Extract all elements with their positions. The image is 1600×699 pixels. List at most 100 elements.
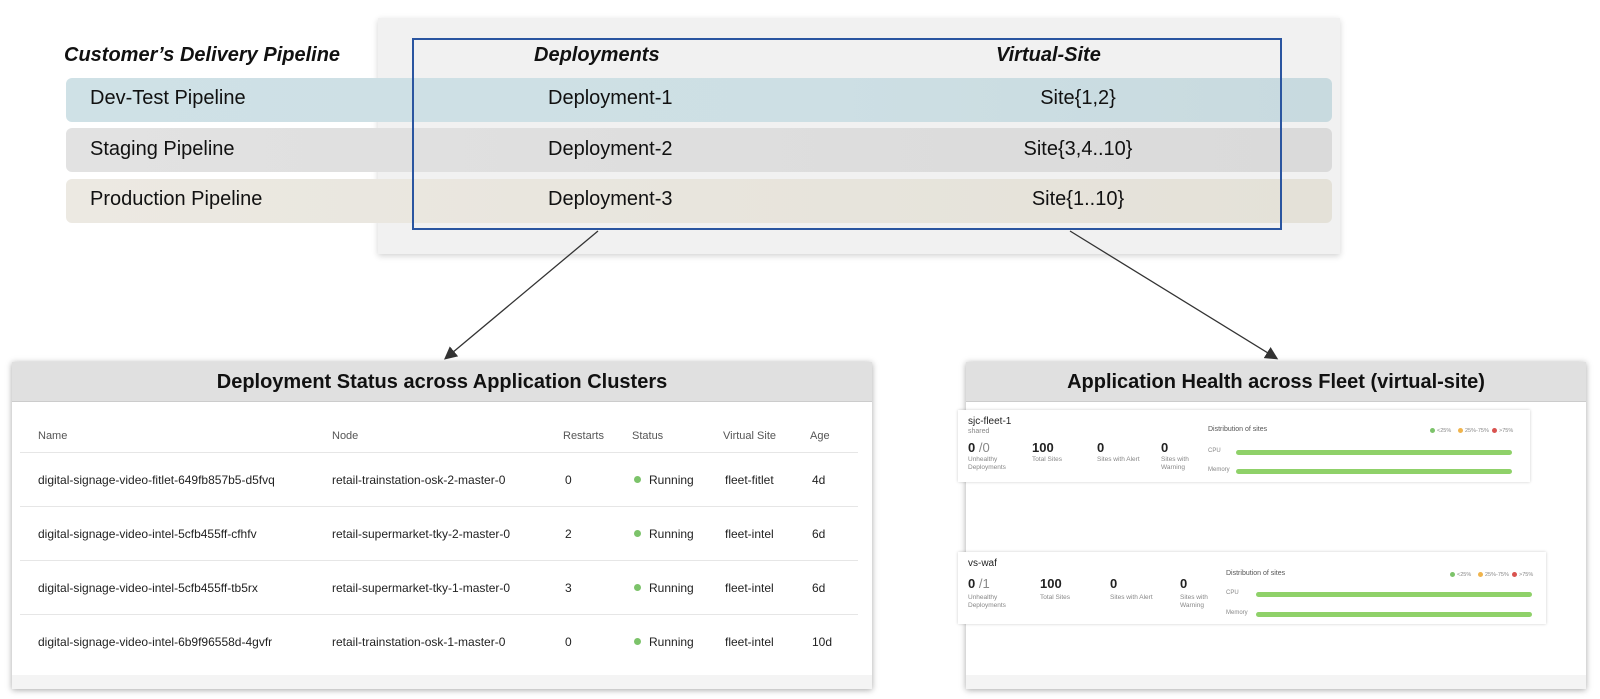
- col-header-node: Node: [332, 430, 359, 442]
- fleet-health-title: Application Health across Fleet (virtual…: [966, 362, 1586, 402]
- status-dot-icon: [634, 584, 641, 591]
- alert-count: 0: [1097, 440, 1105, 455]
- cpu-label: CPU: [1226, 590, 1239, 596]
- legend-dot-icon: [1430, 428, 1435, 433]
- virtual-site-column-header: Virtual-Site: [996, 44, 1101, 66]
- alert-label: Sites with Alert: [1097, 456, 1140, 463]
- cell-age: 4d: [812, 473, 826, 487]
- deployment-table: Name Node Restarts Status Virtual Site A…: [20, 414, 858, 676]
- warning-label: Sites with Warning: [1180, 594, 1208, 609]
- deployment-status-title: Deployment Status across Application Clu…: [12, 362, 872, 402]
- table-row[interactable]: digital-signage-video-intel-6b9f96558d-4…: [20, 615, 858, 669]
- cell-status: Running: [634, 527, 694, 541]
- cell-status: Running: [634, 635, 694, 649]
- legend-dot-icon: [1492, 428, 1497, 433]
- legend-mid: 25%-75%: [1458, 428, 1489, 434]
- pipeline-title: Customer’s Delivery Pipeline: [64, 44, 341, 66]
- deployments-highlight-box: [412, 38, 1282, 230]
- unhealthy-label: Unhealthy Deployments: [968, 456, 1006, 471]
- fleet-panel-vs-waf[interactable]: vs-waf 0 /1 Unhealthy Deployments 100 To…: [958, 552, 1546, 624]
- legend-high: >75%: [1512, 572, 1533, 578]
- col-header-status: Status: [632, 430, 664, 442]
- warning-count: 0: [1180, 576, 1188, 591]
- virtual-site-value: Site{3,4..10}: [1023, 138, 1133, 160]
- col-header-name: Name: [38, 430, 68, 442]
- legend-mid: 25%-75%: [1478, 572, 1509, 578]
- legend-dot-icon: [1450, 572, 1455, 577]
- cell-restarts: 0: [565, 635, 572, 649]
- cell-name: digital-signage-video-fitlet-649fb857b5-…: [38, 473, 275, 487]
- memory-label: Memory: [1226, 610, 1248, 616]
- distribution-title: Distribution of sites: [1208, 426, 1268, 433]
- deployment-name: Deployment-2: [548, 138, 673, 160]
- status-dot-icon: [634, 530, 641, 537]
- memory-label: Memory: [1208, 467, 1230, 473]
- col-header-age: Age: [810, 430, 830, 442]
- memory-bar: [1236, 469, 1512, 474]
- deployment-name: Deployment-3: [548, 188, 673, 210]
- unhealthy-count: 0 /0: [968, 440, 990, 455]
- pipeline-row-staging: [66, 128, 1332, 172]
- arrow-to-deployment-status: [444, 230, 599, 360]
- unhealthy-count: 0 /1: [968, 576, 990, 591]
- pipeline-label: Dev-Test Pipeline: [90, 87, 246, 109]
- table-row[interactable]: digital-signage-video-intel-5cfb455ff-cf…: [20, 507, 858, 561]
- alert-label: Sites with Alert: [1110, 594, 1153, 601]
- total-sites-count: 100: [1040, 576, 1062, 591]
- cell-name: digital-signage-video-intel-6b9f96558d-4…: [38, 635, 273, 649]
- table-row[interactable]: digital-signage-video-fitlet-649fb857b5-…: [20, 453, 858, 507]
- total-sites-label: Total Sites: [1040, 594, 1070, 601]
- cell-restarts: 0: [565, 473, 572, 487]
- pipeline-row-production: [66, 179, 1332, 223]
- cpu-label: CPU: [1208, 448, 1221, 454]
- virtual-site-value: Site{1..10}: [1031, 188, 1125, 210]
- cell-node: retail-supermarket-tky-1-master-0: [332, 581, 511, 595]
- fleet-name: vs-waf: [968, 558, 997, 569]
- deployment-status-card: Deployment Status across Application Clu…: [12, 362, 872, 689]
- cell-age: 6d: [812, 527, 826, 541]
- total-sites-label: Total Sites: [1032, 456, 1062, 463]
- cell-virtual-site: fleet-fitlet: [725, 473, 774, 487]
- cell-name: digital-signage-video-intel-5cfb455ff-tb…: [38, 581, 258, 595]
- legend-dot-icon: [1478, 572, 1483, 577]
- legend-dot-icon: [1512, 572, 1517, 577]
- table-row[interactable]: digital-signage-video-intel-5cfb455ff-tb…: [20, 561, 858, 615]
- fleet-name: sjc-fleet-1: [968, 416, 1012, 427]
- memory-bar: [1256, 612, 1532, 617]
- col-header-virtual-site: Virtual Site: [723, 430, 776, 442]
- virtual-site-value: Site{1,2}: [1040, 87, 1116, 109]
- cell-age: 10d: [812, 635, 833, 649]
- arrow-to-fleet-health: [1069, 230, 1279, 360]
- fleet-health-card: Application Health across Fleet (virtual…: [958, 362, 1586, 689]
- cell-node: retail-trainstation-osk-2-master-0: [332, 473, 506, 487]
- cpu-bar: [1256, 592, 1532, 597]
- status-dot-icon: [634, 476, 641, 483]
- pipeline-label: Staging Pipeline: [90, 138, 235, 160]
- cell-name: digital-signage-video-intel-5cfb455ff-cf…: [38, 527, 257, 541]
- warning-count: 0: [1161, 440, 1169, 455]
- cell-virtual-site: fleet-intel: [725, 527, 774, 541]
- total-sites-count: 100: [1032, 440, 1054, 455]
- cell-age: 6d: [812, 581, 826, 595]
- col-header-restarts: Restarts: [563, 430, 604, 442]
- legend-dot-icon: [1458, 428, 1463, 433]
- status-dot-icon: [634, 638, 641, 645]
- pipeline-label: Production Pipeline: [90, 188, 263, 210]
- legend-low: <25%: [1450, 572, 1471, 578]
- cell-node: retail-supermarket-tky-2-master-0: [332, 527, 511, 541]
- fleet-subtitle: shared: [968, 428, 990, 435]
- cell-status: Running: [634, 473, 694, 487]
- cell-restarts: 3: [565, 581, 572, 595]
- deployments-column-header: Deployments: [534, 44, 660, 66]
- unhealthy-label: Unhealthy Deployments: [968, 594, 1006, 609]
- pipeline-row-dev-test: [66, 78, 1332, 122]
- cell-restarts: 2: [565, 527, 572, 541]
- warning-label: Sites with Warning: [1161, 456, 1189, 471]
- alert-count: 0: [1110, 576, 1118, 591]
- cell-status: Running: [634, 581, 694, 595]
- deployment-name: Deployment-1: [548, 87, 673, 109]
- fleet-panel-sjc-fleet-1[interactable]: sjc-fleet-1 shared 0 /0 Unhealthy Deploy…: [958, 410, 1530, 482]
- legend-high: >75%: [1492, 428, 1513, 434]
- cell-virtual-site: fleet-intel: [725, 581, 774, 595]
